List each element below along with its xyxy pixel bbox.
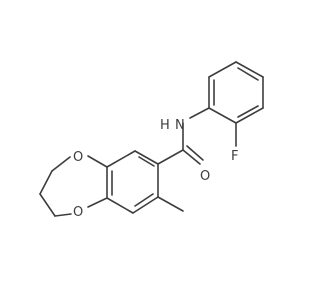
atom-label-nitrogen: N [175,118,185,133]
bond [157,149,184,165]
double-bond-inner [134,193,154,207]
fluorophenyl-ring [208,61,264,147]
methyl-bond [157,196,184,212]
carbonyl-bond [182,149,201,165]
bond [87,155,108,168]
bond [54,213,72,217]
bond [87,197,108,208]
bond [39,193,56,217]
bond [51,156,71,172]
bond [189,107,210,119]
structure-canvas: N H O O O F [39,61,264,220]
double-bond-inner [237,105,259,118]
atom-label-hydrogen: H [160,118,170,133]
bond [106,150,136,168]
bond [39,170,53,195]
atom-label-oxygen-upper: O [73,150,83,165]
atom-label-oxygen-lower: O [73,205,83,220]
carbonyl-double-bond [186,145,204,161]
double-bond-inner [237,67,259,81]
molecule-diagram: N H O O O F [39,61,264,220]
bond [106,197,134,214]
amide-group [157,107,210,165]
bond [208,61,237,78]
atom-label-oxygen-carbonyl: O [200,169,210,184]
bond [132,196,159,214]
benzene-ring-core [106,150,159,214]
bond [134,150,159,165]
atom-label-fluorine: F [231,149,238,164]
bond [235,107,264,124]
bond [235,61,264,78]
dioxepine-ring [39,155,108,217]
double-bond-inner [138,156,155,167]
bond [208,107,237,124]
